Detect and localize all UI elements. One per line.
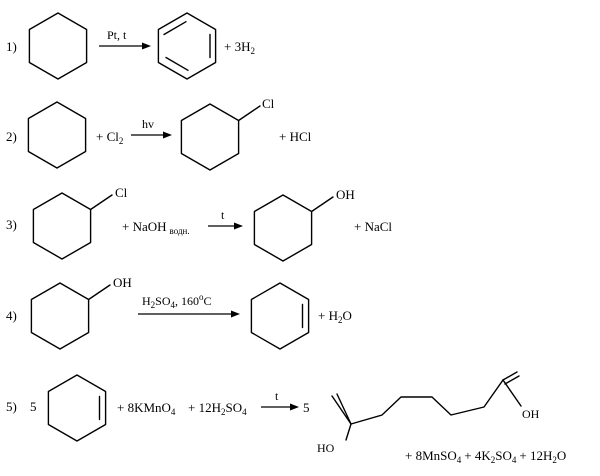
cyclohexane-ring	[27, 101, 87, 169]
byproduct-hydrogen: + 3H2	[224, 39, 255, 56]
hydroxyl-group-right: OH	[522, 407, 540, 421]
adipic-acid-structure	[331, 371, 522, 441]
chlorocyclohexane-ring	[32, 192, 113, 260]
substituent-cl: Cl	[262, 96, 275, 111]
reaction-5: 5) 5 + 8KMnO4 + 12H2SO4 t 5	[6, 371, 566, 465]
reagent-kmno4: + 8KMnO4	[117, 400, 176, 417]
arrow-label-light: hv	[142, 117, 154, 131]
byproduct-nacl: + NaCl	[354, 219, 392, 234]
reaction-arrow	[261, 403, 299, 411]
benzene-ring	[157, 12, 217, 80]
hydroxyl-group-left: HO	[317, 441, 335, 455]
reaction-1-number: 1)	[6, 39, 17, 54]
cyclohexene-ring	[47, 374, 107, 442]
reaction-arrow	[208, 222, 243, 230]
reaction-2: 2) + Cl2 hv Cl + HCl	[6, 96, 312, 171]
reaction-2-number: 2)	[6, 129, 17, 144]
substituent-oh: OH	[113, 275, 132, 290]
reaction-4: 4) OH H2SO4, 160oC + H2O	[6, 275, 352, 350]
reaction-arrow	[99, 42, 151, 50]
reaction-1: 1) Pt, t + 3H2	[6, 12, 255, 80]
byproduct-hcl: + HCl	[279, 129, 312, 144]
reaction-arrow	[131, 131, 172, 139]
cyclohexanol-ring	[30, 282, 111, 350]
arrow-label-catalyst: Pt, t	[107, 28, 127, 42]
arrow-label-heat: t	[221, 208, 225, 222]
cyclohexanol-ring	[253, 194, 334, 262]
reaction-arrow	[138, 310, 240, 318]
substituent-cl: Cl	[115, 185, 128, 200]
arrow-label-heat: t	[275, 389, 279, 403]
reactant-coefficient: 5	[30, 399, 37, 414]
reaction-4-number: 4)	[6, 308, 17, 323]
reaction-3-number: 3)	[6, 217, 17, 232]
arrow-label-conditions: H2SO4, 160oC	[142, 292, 212, 310]
reagent-chlorine: + Cl2	[96, 129, 123, 146]
cyclohexene-ring	[250, 282, 310, 350]
byproducts-line: + 8MnSO4+ 4K2SO4+ 12H2O	[405, 448, 566, 465]
chlorocyclohexane-ring	[180, 103, 261, 171]
substituent-oh: OH	[336, 187, 355, 202]
reagent-sulfuric-acid: + 12H2SO4	[188, 400, 247, 417]
byproduct-water: + H2O	[318, 308, 352, 325]
reaction-5-number: 5)	[6, 399, 17, 414]
product-coefficient: 5	[303, 400, 310, 415]
cyclohexane-ring	[28, 12, 88, 80]
